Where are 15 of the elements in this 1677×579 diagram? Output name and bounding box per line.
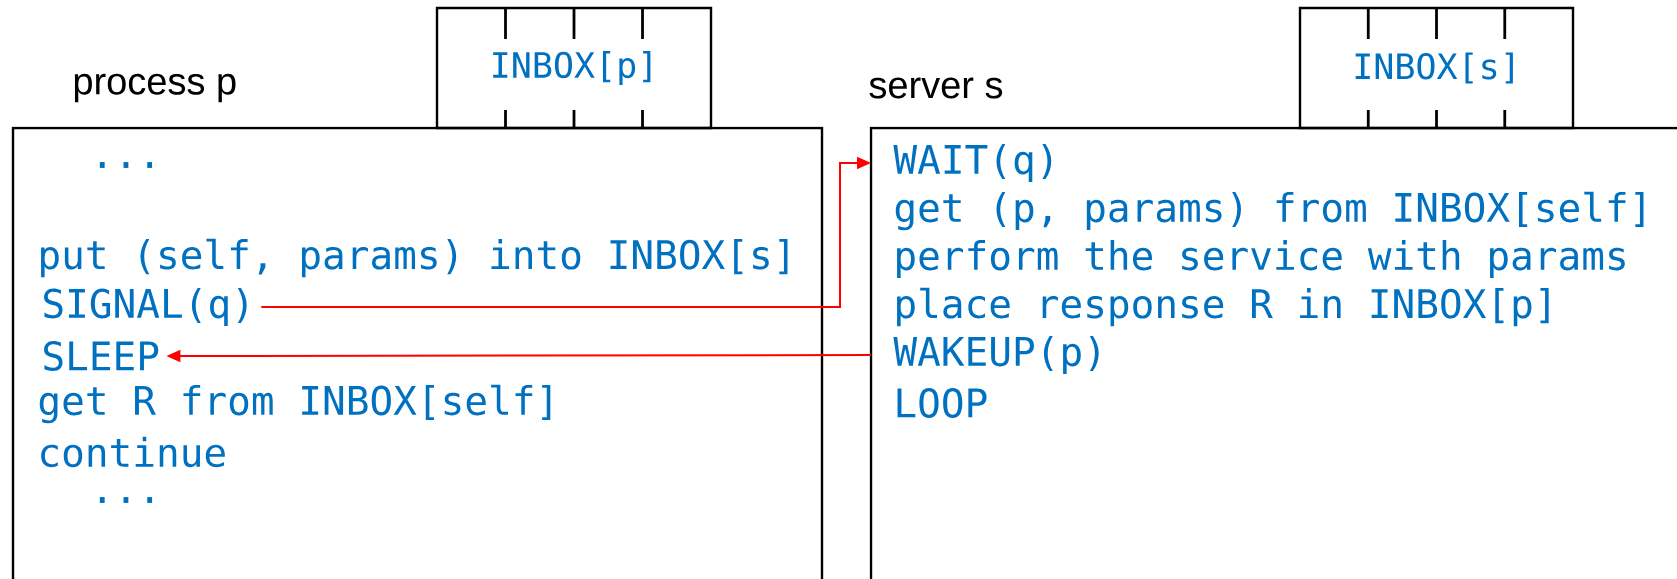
queue-box: INBOX[p] [435,6,713,130]
queue-box: INBOX[s] [1298,6,1575,130]
code-line: WAKEUP(p) [893,335,1099,375]
code-line: get R from INBOX[self] [39,384,551,424]
code-line: ... [99,497,153,503]
code-line: continue [41,436,225,468]
code-line: WAIT(q) [893,143,1052,183]
code-line: ... [99,162,153,168]
code-line: SLEEP [44,341,159,371]
code-line: perform the service with params [897,239,1625,279]
code-line: LOOP [897,388,987,418]
code-line: get (p, params) from INBOX[self] [895,191,1644,231]
code-line: SIGNAL(q) [44,287,247,327]
code-line: place response R in INBOX[p] [897,287,1549,327]
code-line: put (self, params) into INBOX[s] [41,238,788,278]
